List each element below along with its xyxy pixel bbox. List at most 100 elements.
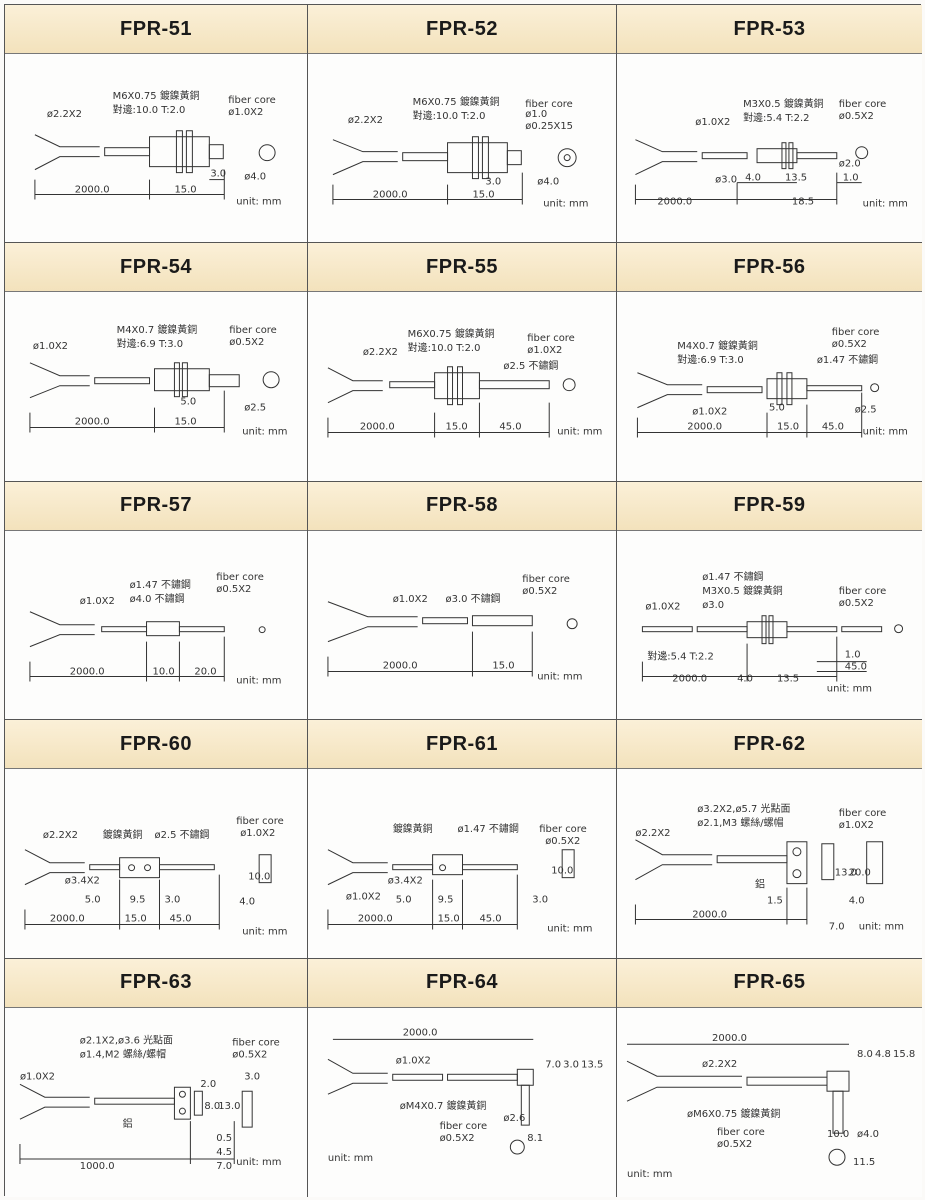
label-4: ø0.5X2	[216, 584, 251, 595]
label-5: ø0.25X15	[525, 121, 573, 132]
product-cell-fpr-58: FPR-58 ø1.0X2 ø3.0 不鏽鋼 fiber core ø0.5X2…	[308, 481, 617, 721]
dim-2: 3.0	[485, 177, 501, 188]
dim-0: 2000.0	[75, 185, 110, 196]
label-4: ø0.5X2	[440, 1133, 475, 1144]
dim-2: 3.0	[563, 1059, 579, 1070]
drawing-svg: 2000.0 7.0 3.0 13.5 ø1.0X2 øM4X0.7 鍍鎳黃銅 …	[327, 1027, 603, 1164]
label-1: ø1.47 不鏽鋼	[130, 578, 191, 591]
label-1: ø1.4,M2 螺絲/螺帽	[80, 1047, 166, 1060]
label-2: 對邊:10.0 T:2.0	[413, 109, 486, 122]
model-header: FPR-62	[617, 720, 922, 770]
drawing-svg: ø2.2X2 M6X0.75 鍍鎳黃銅 對邊:10.0 T:2.0 fiber …	[332, 95, 588, 210]
label-7: unit: mm	[543, 199, 588, 210]
product-cell-fpr-51: FPR-51 ø2.2X2 M6X0.75 鍍鎳黃銅 對邊:10.0 T:2.0…	[5, 5, 308, 244]
dimension-drawing: 2000.0 7.0 3.0 13.5 ø1.0X2 øM4X0.7 鍍鎳黃銅 …	[308, 1009, 616, 1197]
label-7: unit: mm	[827, 683, 872, 694]
label-3: fiber core	[717, 1127, 765, 1138]
label-0: M4X0.7 鍍鎳黃銅	[677, 339, 758, 352]
product-cell-fpr-55: FPR-55 ø2.2X2 M6X0.75 鍍鎳黃銅 對邊:10.0 T:2.0…	[308, 243, 617, 482]
label-0: ø2.2X2	[47, 109, 82, 120]
product-cell-fpr-52: FPR-52 ø2.2X2 M6X0.75 鍍鎳黃銅 對邊:10.0 T:2.0…	[308, 5, 617, 244]
label-4: ø1.47 不鏽鋼	[817, 353, 878, 366]
dim-0: 1000.0	[80, 1161, 115, 1172]
label-1: 對邊:6.9 T:3.0	[677, 353, 743, 366]
model-header: FPR-63	[5, 958, 307, 1008]
drawing-svg: 鍍鎳黃銅 ø1.47 不鏽鋼 ø3.4X2 ø1.0X2 fiber core …	[327, 822, 592, 935]
dim-2: 4.8	[875, 1049, 891, 1060]
dim-2: 45.0	[499, 422, 521, 433]
label-6: unit: mm	[236, 197, 281, 208]
label-7: unit: mm	[863, 199, 908, 210]
dim-1: 10.0	[153, 666, 175, 677]
label-4: ø1.0X2	[839, 820, 874, 831]
dim-3: 1.0	[845, 649, 861, 660]
dimension-drawing: M4X0.7 鍍鎳黃銅 對邊:6.9 T:3.0 fiber core ø0.5…	[617, 293, 922, 480]
label-6: unit: mm	[236, 1157, 281, 1168]
dim-1: 15.0	[174, 417, 196, 428]
model-header: FPR-53	[617, 5, 922, 54]
label-2: ø2.2X2	[635, 828, 670, 839]
dim-7: 4.0	[239, 897, 255, 908]
dim-2: 4.0	[745, 173, 761, 184]
model-title: FPR-61	[426, 732, 498, 755]
label-5: ø2.5 不鏽鋼	[503, 359, 558, 372]
dimension-drawing: ø3.2X2,ø5.7 光點面 ø2.1,M3 螺絲/螺帽 ø2.2X2 fib…	[617, 770, 922, 957]
label-1: ø1.47 不鏽鋼	[458, 822, 519, 835]
dim-3: 5.0	[85, 895, 101, 906]
label-3: fiber core	[229, 325, 277, 336]
model-header: FPR-52	[308, 5, 616, 54]
product-cell-fpr-57: FPR-57 ø1.0X2 ø1.47 不鏽鋼 ø4.0 不鏽鋼 fiber c…	[5, 481, 308, 721]
drawing-svg: ø1.0X2 ø1.47 不鏽鋼 ø4.0 不鏽鋼 fiber core ø0.…	[29, 572, 281, 686]
label-4: 對邊:5.4 T:2.2	[647, 649, 713, 662]
dim-0: 2000.0	[672, 673, 707, 684]
drawing-svg: ø2.1X2,ø3.6 光點面 ø1.4,M2 螺絲/螺帽 ø1.0X2 fib…	[19, 1033, 281, 1172]
label-3: fiber core	[440, 1121, 488, 1132]
label-1: øM6X0.75 鍍鎳黃銅	[687, 1107, 780, 1120]
dim-6: 8.0	[204, 1101, 220, 1112]
label-3: fiber core	[216, 572, 264, 583]
dim-6: 10.0	[248, 872, 270, 883]
dim-1: 15.0	[777, 422, 799, 433]
dim-5: 3.0	[164, 895, 180, 906]
label-6: unit: mm	[242, 427, 287, 438]
label-0: ø1.0X2	[80, 596, 115, 607]
label-2: ø2.5 不鏽鋼	[155, 828, 210, 841]
label-3: fiber core	[232, 1037, 280, 1048]
dim-1: 15.0	[174, 185, 196, 196]
dim-6: 10.0	[551, 866, 573, 877]
label-3: fiber core	[527, 333, 575, 344]
label-1: 鍍鎳黃銅	[103, 828, 143, 841]
label-5: unit: mm	[236, 675, 281, 686]
product-cell-fpr-65: FPR-65 2000.0 8.0 4.8 15.8 ø2.2X2 øM6X0.…	[617, 958, 922, 1197]
label-0: ø1.47 不鏽鋼	[702, 570, 763, 583]
dim-3: 15.8	[893, 1049, 915, 1060]
label-3: fiber core	[839, 808, 887, 819]
drawing-svg: ø1.0X2 ø3.0 不鏽鋼 fiber core ø0.5X2 unit: …	[327, 574, 582, 682]
label-3: fiber core	[228, 95, 276, 106]
label-2: fiber core	[832, 327, 880, 338]
dim-4: 9.5	[438, 895, 454, 906]
dim-0: 2000.0	[383, 660, 418, 671]
dim-4: 10.0	[827, 1129, 849, 1140]
dim-3: 5.0	[769, 403, 785, 414]
dim-2: 45.0	[479, 914, 501, 925]
model-title: FPR-51	[120, 17, 192, 40]
dim-5: 2.0	[200, 1079, 216, 1090]
label-2: 對邊:10.0 T:2.0	[408, 341, 481, 354]
product-cell-fpr-60: FPR-60 ø2.2X2 鍍鎳黃銅 ø2.5 不鏽鋼 ø3.4X2 fiber…	[5, 720, 308, 959]
dimension-drawing: ø1.0X2 ø1.47 不鏽鋼 ø4.0 不鏽鋼 fiber core ø0.…	[5, 532, 307, 719]
dim-5: 11.5	[853, 1157, 875, 1168]
label-3: ø0.5X2	[522, 586, 557, 597]
model-title: FPR-63	[120, 971, 192, 994]
label-5: ø4.0	[244, 172, 266, 183]
dimension-drawing: ø1.0X2 M3X0.5 鍍鎳黃銅 對邊:5.4 T:2.2 fiber co…	[617, 55, 922, 242]
model-header: FPR-65	[617, 958, 922, 1008]
label-4: fiber core	[236, 816, 284, 827]
dim-0: 2000.0	[657, 197, 692, 208]
drawing-svg: 2000.0 8.0 4.8 15.8 ø2.2X2 øM6X0.75 鍍鎳黃銅…	[626, 1033, 915, 1180]
dim-0: 2000.0	[75, 417, 110, 428]
label-2: ø2.6	[503, 1113, 525, 1124]
label-3: fiber core	[525, 99, 573, 110]
dim-3: 13.5	[785, 173, 807, 184]
drawing-svg: ø1.47 不鏽鋼 M3X0.5 鍍鎳黃銅 ø3.0 ø1.0X2 對邊:5.4…	[641, 570, 904, 694]
